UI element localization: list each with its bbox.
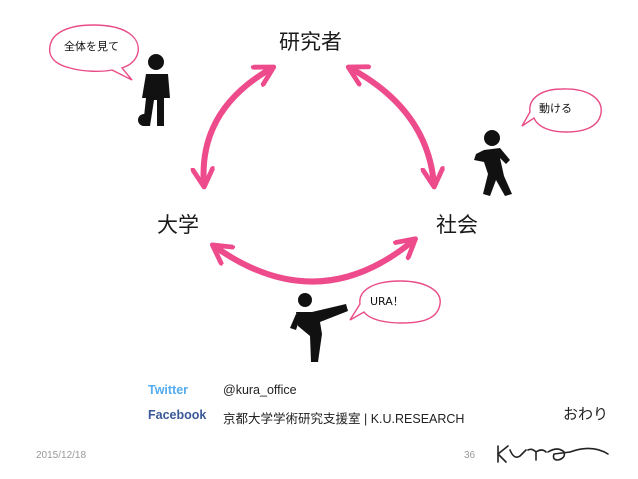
arrow-researcher-university	[204, 68, 272, 185]
node-society: 社会	[436, 213, 478, 237]
kura-logo	[497, 445, 609, 463]
end-text: おわり	[563, 405, 609, 423]
facebook-label: Facebook	[148, 408, 207, 422]
speech-bubble-top-left	[48, 24, 139, 81]
facebook-page[interactable]: 京都大学学術研究支援室 | K.U.RESEARCH	[223, 412, 465, 426]
node-researcher: 研究者	[279, 30, 342, 54]
slide-number: 36	[464, 450, 476, 461]
bubble-text-top-left: 全体を見て	[64, 40, 119, 53]
twitter-label: Twitter	[148, 383, 189, 397]
arrow-university-society	[214, 240, 414, 285]
node-university: 大学	[157, 213, 199, 237]
speech-bubble-bottom	[349, 280, 441, 324]
twitter-handle[interactable]: @kura_office	[223, 383, 297, 397]
kicking-person-icon	[290, 293, 348, 362]
bubble-text-top-right: 動ける	[539, 102, 572, 115]
bubble-text-bottom: URA！	[370, 295, 404, 308]
speech-bubble-top-right	[521, 88, 602, 133]
arrow-researcher-society	[350, 68, 434, 185]
standing-person-icon	[138, 54, 170, 126]
moving-person-icon	[474, 130, 512, 196]
slide-date: 2015/12/18	[36, 450, 87, 461]
